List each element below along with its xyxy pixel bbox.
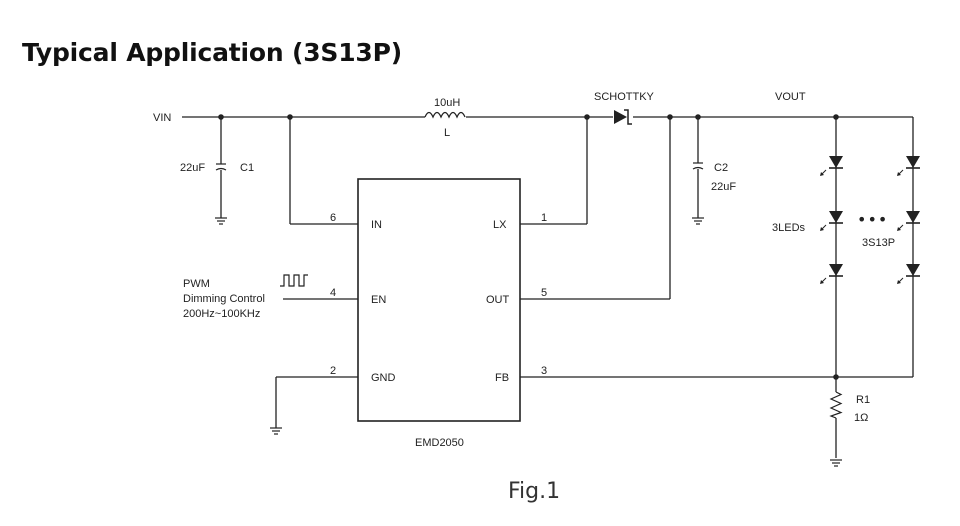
ground-symbol-c2 [691, 217, 705, 225]
pwm-label: PWM [183, 278, 210, 290]
inductor-ref: L [444, 127, 450, 139]
wires [182, 116, 914, 458]
chip-name: EMD2050 [415, 437, 464, 449]
c1-ref: C1 [240, 162, 254, 174]
c2-value: 22uF [711, 181, 736, 193]
pin-number-en: 4 [330, 287, 336, 299]
pin-name-lx: LX [493, 219, 507, 231]
led-icon [896, 263, 921, 285]
r1-value: 1Ω [854, 412, 868, 424]
led-icon [819, 210, 844, 232]
inductor-value: 10uH [434, 97, 460, 109]
pin-name-in: IN [371, 219, 382, 231]
ground-symbol-r1 [829, 459, 843, 467]
pin-name-gnd: GND [371, 372, 396, 384]
led-icon [819, 155, 844, 177]
pin-number-out: 5 [541, 287, 547, 299]
capacitor-c2 [692, 162, 704, 170]
capacitor-c1 [215, 163, 227, 171]
pwm-waveform-icon [280, 274, 308, 287]
page-title: Typical Application (3S13P) [22, 38, 402, 67]
pin-number-fb: 3 [541, 365, 547, 377]
pwm-dimming-label: Dimming Control [183, 293, 265, 305]
schottky-diode [614, 109, 632, 125]
c2-ref: C2 [714, 162, 728, 174]
led-icon [896, 155, 921, 177]
led-group-label: 3LEDs [772, 222, 806, 234]
pin-number-lx: 1 [541, 212, 547, 224]
pin-number-in: 6 [330, 212, 336, 224]
r1-ref: R1 [856, 394, 870, 406]
vin-label: VIN [153, 112, 171, 124]
pin-number-gnd: 2 [330, 365, 336, 377]
inductor-l [424, 111, 466, 119]
resistor-r1 [829, 391, 843, 419]
pwm-frequency-label: 200Hz~100KHz [183, 308, 260, 320]
led-string-13 [896, 155, 921, 285]
c1-value: 22uF [180, 162, 205, 174]
ground-symbol-c1 [214, 217, 228, 225]
vout-label: VOUT [775, 91, 806, 103]
led-config-label: 3S13P [862, 237, 895, 249]
diode-label: SCHOTTKY [594, 91, 655, 103]
led-icon [896, 210, 921, 232]
pin-name-out: OUT [486, 294, 510, 306]
led-icon [819, 263, 844, 285]
ground-symbol-chip [269, 427, 283, 435]
junction-dots [218, 114, 839, 380]
figure-caption: Fig.1 [508, 479, 560, 504]
chip-body [357, 178, 521, 422]
led-ellipsis: ••• [857, 210, 888, 229]
led-string-1 [819, 155, 844, 285]
pin-name-fb: FB [495, 372, 509, 384]
pin-name-en: EN [371, 294, 386, 306]
